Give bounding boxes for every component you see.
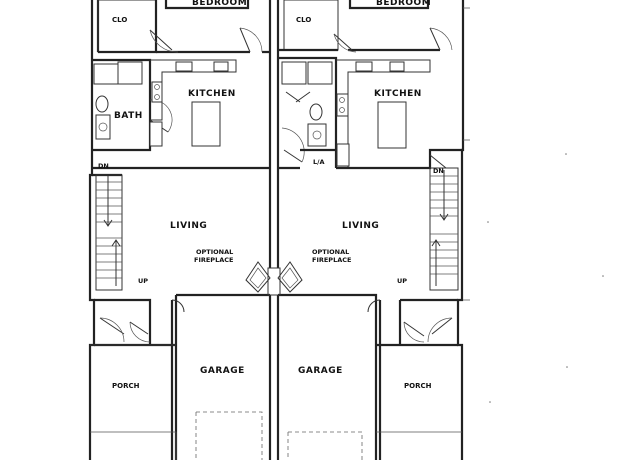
- label-living-a: LIVING: [170, 221, 207, 231]
- label-bedroom-b: BEDROOM: [376, 0, 431, 8]
- label-stair-up-a: UP: [138, 277, 148, 285]
- island-a: [191, 101, 221, 147]
- dishwasher-b: [389, 61, 405, 72]
- vanity-a: [95, 114, 111, 140]
- label-closet-a: CLO: [112, 16, 127, 24]
- vanity-b: [307, 123, 327, 147]
- party-wall-chase: [267, 267, 281, 296]
- fireplace-a: [245, 261, 271, 293]
- garage-party-wall: [268, 295, 280, 460]
- unit-a: [90, 0, 271, 460]
- label-garage-a: GARAGE: [200, 366, 245, 376]
- margin-marks: [487, 153, 604, 403]
- label-fireplace-b-1: OPTIONAL: [312, 248, 349, 256]
- label-closet-b: CLO: [296, 16, 311, 24]
- label-fireplace-a-2: FIREPLACE: [194, 256, 233, 264]
- label-fireplace-a-1: OPTIONAL: [196, 248, 233, 256]
- label-kitchen-a: KITCHEN: [188, 89, 236, 99]
- label-kitchen-b: KITCHEN: [374, 89, 422, 99]
- island-b: [377, 101, 407, 149]
- label-living-b: LIVING: [342, 221, 379, 231]
- sink-a: [175, 61, 193, 72]
- stair-b: [429, 167, 459, 291]
- label-porch-a: PORCH: [112, 382, 140, 390]
- label-stair-up-b: UP: [397, 277, 407, 285]
- labels-unit-a: CLO BEDROOM KITCHEN BATH LIVING OPTIONAL…: [98, 0, 247, 390]
- dryer-b: [307, 61, 333, 85]
- label-fireplace-b-2: FIREPLACE: [312, 256, 351, 264]
- label-bath-a: BATH: [114, 111, 143, 121]
- garage-door-b: [287, 431, 363, 460]
- label-porch-b: PORCH: [404, 382, 432, 390]
- range-b: [336, 93, 349, 117]
- fireplace-b: [277, 261, 303, 293]
- dishwasher-a: [213, 61, 229, 72]
- label-stair-down-b: DN: [433, 167, 444, 175]
- range-a: [151, 81, 163, 103]
- garage-door-a: [195, 411, 263, 460]
- fridge-b: [336, 143, 350, 167]
- bathtub-a: [93, 63, 119, 85]
- toilet-b: [309, 103, 323, 121]
- label-bedroom-a: BEDROOM: [192, 0, 247, 8]
- toilet-a: [95, 95, 109, 113]
- closet-b: [283, 0, 339, 51]
- sink-b: [355, 61, 373, 72]
- shower-a: [117, 61, 143, 85]
- fridge-a: [149, 121, 163, 147]
- stair-a: [95, 174, 123, 291]
- label-laundry-b: L/A: [313, 158, 325, 166]
- label-stair-down-a: DN: [98, 162, 109, 170]
- label-garage-b: GARAGE: [298, 366, 343, 376]
- closet-a: [97, 0, 157, 53]
- washer-b: [281, 61, 307, 85]
- unit-b: [277, 0, 462, 460]
- labels-unit-b: CLO BEDROOM KITCHEN L/A LIVING OPTIONAL …: [296, 0, 444, 390]
- exterior-walls: [88, 0, 470, 460]
